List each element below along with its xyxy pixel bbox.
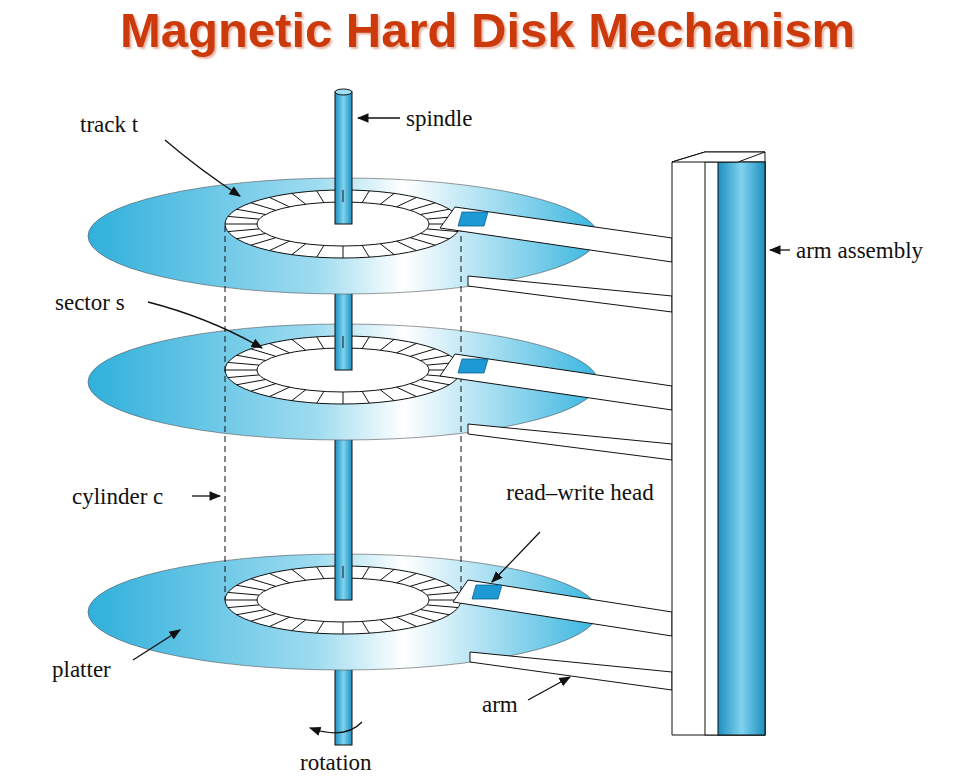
sector-line — [251, 384, 276, 391]
sector-line — [397, 573, 417, 582]
sector-line — [380, 244, 394, 255]
sector-line — [420, 585, 449, 590]
sector-line — [292, 620, 306, 631]
title: Magnetic Hard Disk Mechanism — [0, 2, 975, 58]
track-label: track t — [80, 112, 138, 137]
spindle-label: spindle — [406, 106, 472, 131]
sector-line — [237, 585, 266, 590]
sector-line — [397, 343, 417, 352]
sector-line — [420, 209, 449, 214]
head-label: read–write head — [505, 480, 655, 505]
sector-line — [362, 567, 369, 579]
sector-line — [251, 203, 276, 210]
sector-line — [380, 620, 394, 631]
sector-line — [420, 234, 449, 239]
sector-line — [251, 579, 276, 586]
arm-label: arm — [482, 692, 518, 717]
sector-line — [269, 197, 289, 206]
sector-line — [410, 614, 435, 621]
sector-line — [362, 245, 369, 257]
sector-line — [237, 234, 266, 239]
sector-line — [380, 390, 394, 401]
sector-line — [292, 569, 306, 580]
sector-line — [343, 190, 344, 202]
sector-line — [343, 622, 344, 634]
sector-line — [343, 246, 344, 258]
sector-line — [237, 209, 266, 214]
sector-label: sector s — [55, 290, 125, 315]
sector-line — [410, 384, 435, 391]
sector-line — [317, 337, 324, 349]
platter-label: platter — [52, 657, 111, 682]
sector-line — [317, 191, 324, 203]
sector-line — [269, 617, 289, 626]
sector-line — [380, 193, 394, 204]
sector-line — [343, 336, 344, 348]
arm-assembly-label: arm assembly — [796, 238, 923, 263]
sector-line — [269, 387, 289, 396]
sector-line — [410, 238, 435, 245]
sector-line — [269, 241, 289, 250]
sector-line — [251, 614, 276, 621]
sector-line — [292, 339, 306, 350]
sector-line — [410, 579, 435, 586]
sector-line — [317, 567, 324, 579]
sector-line — [362, 337, 369, 349]
cylinder-label: cylinder c — [72, 484, 163, 509]
sector-line — [225, 600, 257, 601]
sector-line — [362, 391, 369, 403]
sector-line — [269, 343, 289, 352]
sector-line — [237, 610, 266, 615]
sector-line — [380, 339, 394, 350]
sector-line — [343, 392, 344, 404]
rotation-label: rotation — [300, 750, 372, 775]
sector-line — [225, 224, 257, 225]
sector-line — [269, 573, 289, 582]
sector-line — [225, 370, 257, 371]
sector-line — [420, 610, 449, 615]
sector-line — [380, 569, 394, 580]
sector-line — [410, 349, 435, 356]
sector-line — [317, 245, 324, 257]
sector-line — [228, 216, 259, 219]
sector-line — [397, 197, 417, 206]
sector-line — [420, 380, 449, 385]
sector-line — [410, 203, 435, 210]
sector-line — [228, 375, 259, 378]
sector-line — [343, 566, 344, 578]
sector-line — [292, 390, 306, 401]
sector-line — [420, 355, 449, 360]
sector-line — [317, 391, 324, 403]
sector-line — [397, 617, 417, 626]
sector-line — [237, 355, 266, 360]
sector-line — [228, 362, 259, 365]
sector-line — [362, 621, 369, 633]
sector-line — [251, 238, 276, 245]
sector-line — [397, 387, 417, 396]
sector-line — [228, 592, 259, 595]
sector-line — [237, 380, 266, 385]
sector-line — [292, 244, 306, 255]
sector-line — [292, 193, 306, 204]
sector-line — [228, 229, 259, 232]
sector-line — [427, 592, 458, 595]
sector-line — [228, 605, 259, 608]
sector-line — [317, 621, 324, 633]
sector-line — [251, 349, 276, 356]
sector-line — [397, 241, 417, 250]
sector-line — [362, 191, 369, 203]
sector-line — [427, 605, 458, 608]
